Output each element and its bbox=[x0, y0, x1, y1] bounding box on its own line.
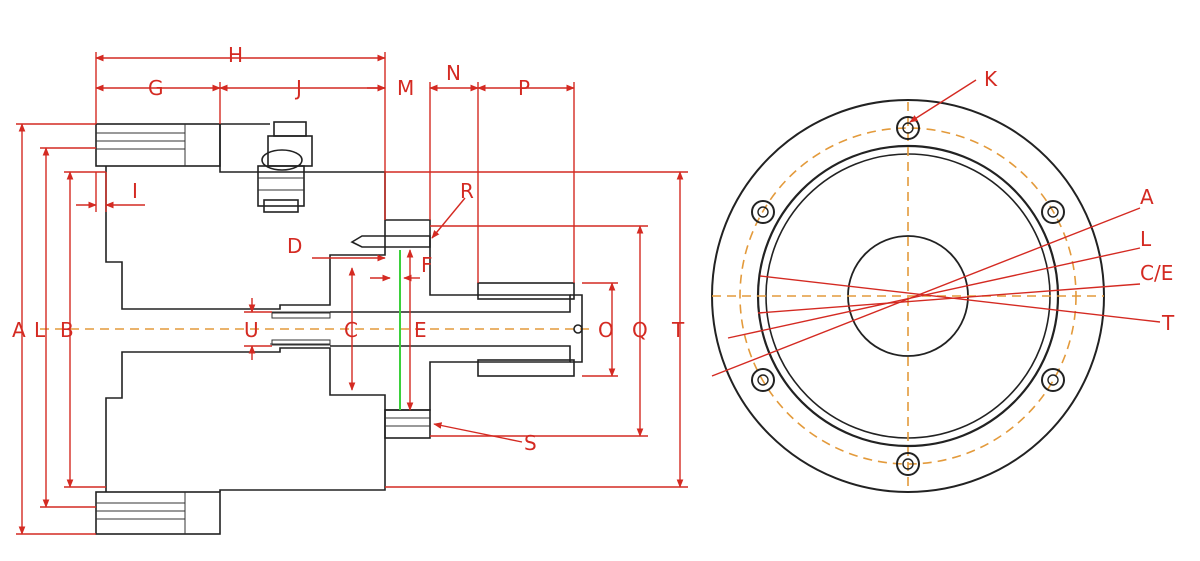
label-E: E bbox=[414, 318, 427, 342]
label-P: P bbox=[518, 76, 530, 100]
chuck-body-outline bbox=[95, 123, 583, 535]
label-front-T: T bbox=[1161, 311, 1175, 335]
label-I: I bbox=[132, 179, 138, 203]
top-jaw bbox=[95, 123, 221, 167]
label-A: A bbox=[12, 318, 26, 342]
label-R: R bbox=[460, 179, 474, 203]
label-J: J bbox=[294, 76, 302, 100]
label-O: O bbox=[598, 318, 614, 342]
diameter-line-T bbox=[759, 275, 1161, 323]
label-N: N bbox=[446, 61, 461, 85]
label-C: C bbox=[344, 318, 358, 342]
label-U: U bbox=[244, 318, 259, 342]
diameter-line-CE bbox=[757, 283, 1141, 314]
front-view: K A L C/E T bbox=[711, 67, 1175, 493]
label-M: M bbox=[397, 76, 414, 100]
diameter-line-L bbox=[727, 247, 1141, 339]
label-F: F bbox=[421, 253, 433, 277]
label-K: K bbox=[984, 67, 998, 91]
nose-top bbox=[477, 282, 575, 300]
label-S: S bbox=[524, 431, 537, 455]
label-Q: Q bbox=[632, 318, 648, 342]
label-D: D bbox=[287, 234, 302, 258]
label-front-CE: C/E bbox=[1140, 261, 1173, 285]
label-B: B bbox=[60, 318, 74, 342]
label-H: H bbox=[228, 43, 243, 67]
bolt-hole-icons bbox=[751, 116, 1065, 476]
label-front-A: A bbox=[1140, 185, 1154, 209]
label-T: T bbox=[671, 318, 685, 342]
bottom-jaw bbox=[95, 491, 221, 535]
label-L: L bbox=[34, 318, 46, 342]
nose-bottom bbox=[477, 359, 575, 377]
flange-s bbox=[384, 409, 431, 439]
fitting-icon bbox=[257, 121, 313, 213]
label-front-L: L bbox=[1140, 227, 1152, 251]
label-G: G bbox=[148, 76, 164, 100]
diameter-line-A bbox=[711, 207, 1141, 377]
side-view: H G J M N P I R D F bbox=[12, 43, 688, 535]
